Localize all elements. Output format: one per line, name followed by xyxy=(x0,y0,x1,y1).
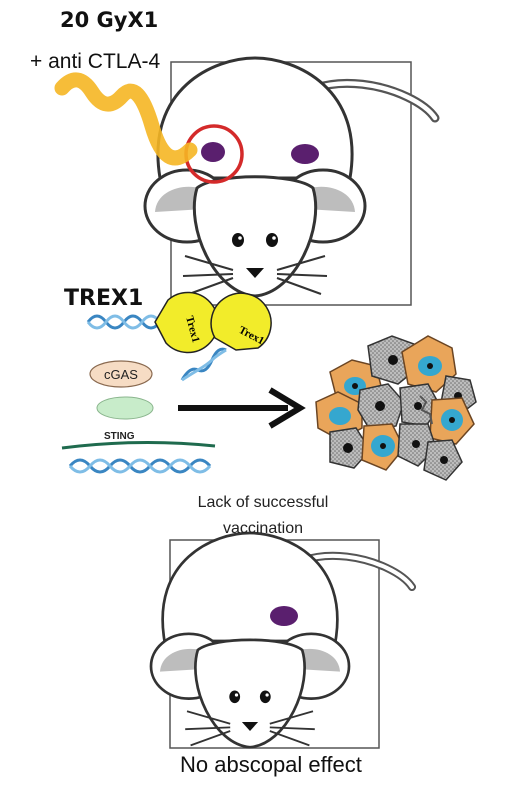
cleaved-dna-icon xyxy=(180,347,227,382)
trex1-enzyme-icon: Trex1 xyxy=(154,291,219,354)
tumor-cell-cluster-icon xyxy=(315,335,477,481)
bottom-mouse xyxy=(151,533,412,747)
trex1-title: TREX1 xyxy=(64,286,144,311)
sting-ligand-ellipse xyxy=(96,396,154,420)
cgas-ellipse xyxy=(89,360,153,388)
radiation-beam-icon xyxy=(54,72,198,166)
top-mouse xyxy=(145,58,435,296)
bottom-mouse-panel xyxy=(151,533,412,748)
abscopal-effect-label: No abscopal effect xyxy=(180,752,362,777)
vaccination-line-1: Lack of successful xyxy=(197,494,329,511)
combination-therapy-label: + anti CTLA-4 xyxy=(30,50,161,73)
dna-strand-icon xyxy=(68,458,212,474)
trex1-pathway: Trex1 Trex1 cGAS STING xyxy=(61,291,306,474)
cgas-label: cGAS xyxy=(104,367,138,382)
dna-helix-icon xyxy=(86,314,162,330)
vaccination-line-2: vaccination xyxy=(222,520,304,537)
sting-label: STING xyxy=(104,431,135,442)
irradiated-tumor xyxy=(201,142,225,162)
trex1-enzyme-icon-2: Trex1 xyxy=(210,292,272,351)
vaccination-outcome-label: Lack of successful vaccination xyxy=(150,490,376,542)
top-mouse-panel xyxy=(145,58,435,306)
distant-tumor xyxy=(270,606,298,626)
abscopal-tumor xyxy=(291,144,319,164)
dose-label: 20 GyX1 xyxy=(60,8,159,32)
sting-membrane-line xyxy=(61,440,216,450)
arrow-right-icon xyxy=(178,387,306,429)
